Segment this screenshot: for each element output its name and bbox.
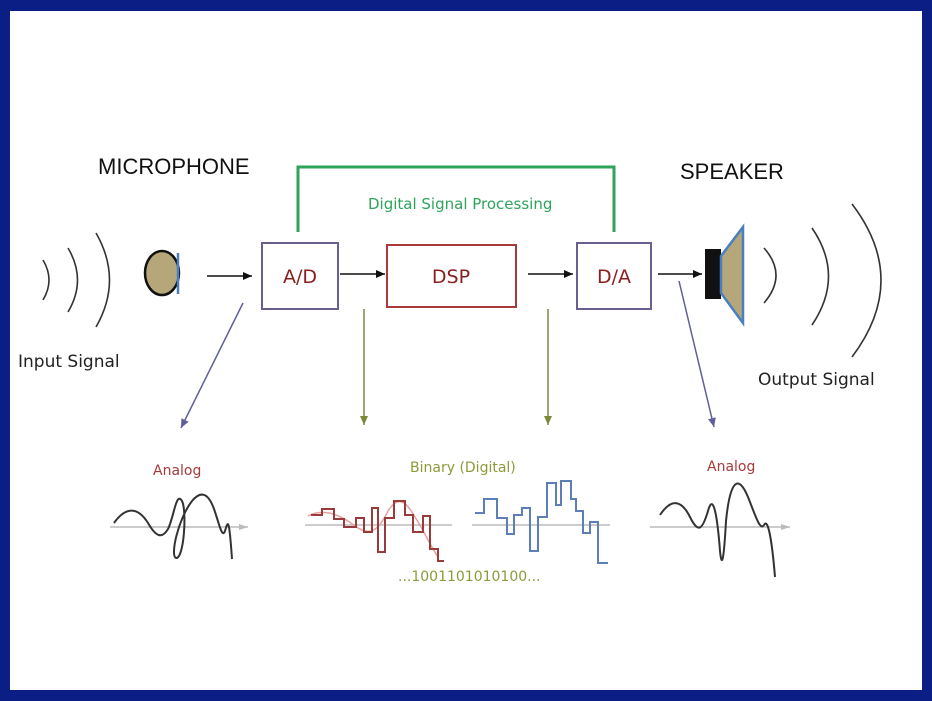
diagram-frame: MICROPHONE SPEAKER Input Signal Digital … bbox=[10, 11, 922, 690]
speaker-icon bbox=[705, 223, 745, 327]
input-wave-icon bbox=[42, 232, 111, 328]
ad-block: A/D bbox=[261, 242, 339, 310]
da-block-label: D/A bbox=[597, 266, 631, 288]
speaker-label: SPEAKER bbox=[680, 159, 784, 184]
input-signal-label: Input Signal bbox=[18, 352, 120, 372]
microphone-icon bbox=[143, 249, 181, 297]
dsp-bracket-label: Digital Signal Processing bbox=[368, 195, 552, 213]
da-block: D/A bbox=[576, 242, 652, 310]
dsp-block-label: DSP bbox=[432, 266, 470, 288]
dsp-diagram: MICROPHONE SPEAKER Input Signal Digital … bbox=[18, 154, 882, 585]
digital-waveform-red bbox=[305, 500, 452, 562]
bitstream-text: ...1001101010100... bbox=[398, 569, 541, 585]
microphone-label: MICROPHONE bbox=[98, 154, 250, 179]
dsp-bracket bbox=[296, 165, 616, 232]
binary-label: Binary (Digital) bbox=[410, 460, 516, 476]
dsp-block: DSP bbox=[386, 244, 517, 308]
analog-label-left: Analog bbox=[153, 463, 201, 479]
ad-block-label: A/D bbox=[283, 266, 317, 288]
arrow-da-to-analog bbox=[678, 280, 716, 428]
arrow-ad-to-analog bbox=[180, 302, 244, 429]
digital-waveform-blue bbox=[472, 480, 610, 564]
analog-waveform-left bbox=[110, 493, 248, 560]
output-signal-label: Output Signal bbox=[758, 370, 875, 390]
analog-waveform-right bbox=[650, 482, 790, 578]
analog-label-right: Analog bbox=[707, 459, 755, 475]
output-wave-icon bbox=[763, 203, 882, 358]
